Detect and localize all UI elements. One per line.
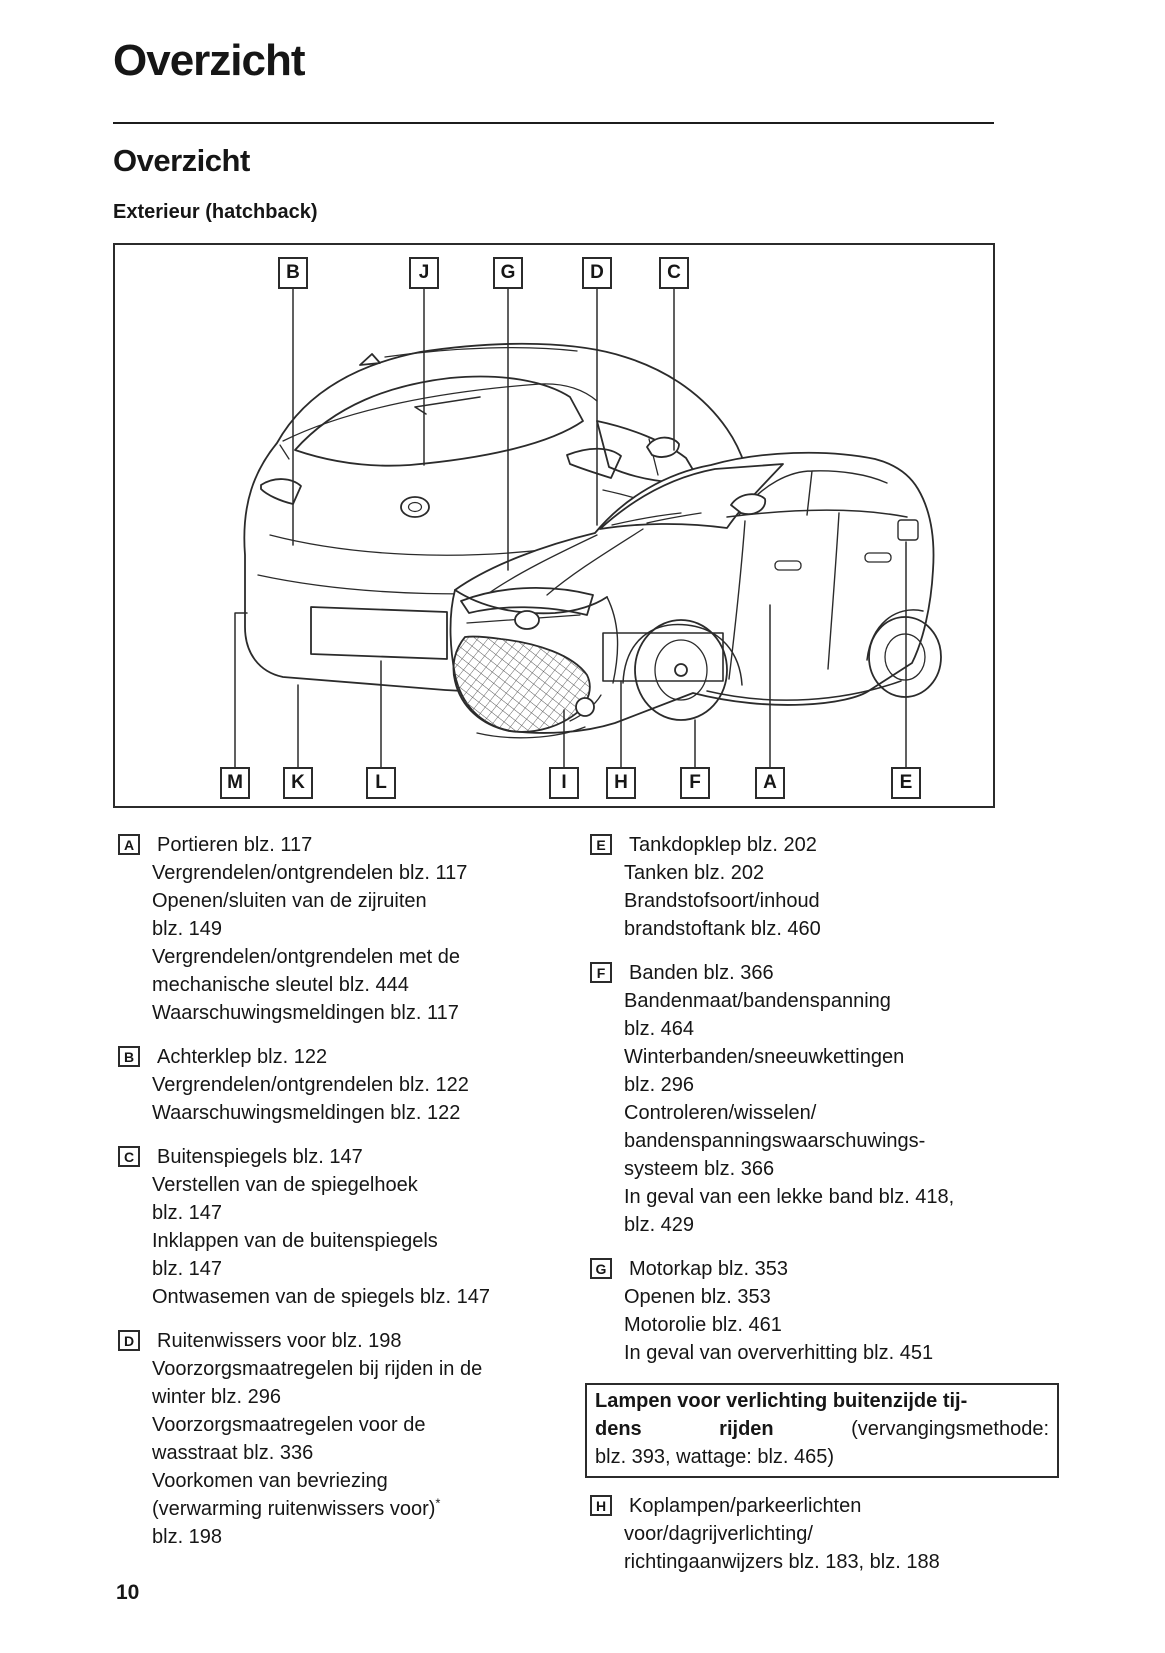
figure-label-e: E — [891, 767, 921, 799]
item-line: richtingaanwijzers blz. 183, blz. 188 — [624, 1551, 940, 1573]
item-line: blz. 429 — [624, 1214, 695, 1236]
item-line: blz. 296 — [624, 1074, 695, 1096]
item-line: wasstraat blz. 336 — [152, 1442, 314, 1464]
legend-item-h: H Koplampen/parkeerlichten voor/dagrijve… — [585, 1492, 1059, 1576]
item-line: systeem blz. 366 — [624, 1158, 775, 1180]
figure-label-j: J — [409, 257, 439, 289]
footnote-asterisk: * — [435, 1495, 441, 1511]
figure-label-m: M — [220, 767, 250, 799]
item-letter-box-e: E — [590, 834, 612, 855]
figure-label-h: H — [606, 767, 636, 799]
item-title: Koplampen/parkeerlichten — [629, 1495, 862, 1517]
exterior-lights-note: Lampen voor verlichting buitenzijde tij-… — [585, 1383, 1059, 1478]
item-line: mechanische sleutel blz. 444 — [152, 974, 409, 996]
legend-column-right: E Tankdopklep blz. 202 Tanken blz. 202 B… — [585, 831, 1059, 1592]
page-number: 10 — [116, 1581, 140, 1604]
item-letter-box-d: D — [118, 1330, 140, 1351]
item-line-text: (verwarming ruitenwissers voor) — [152, 1498, 436, 1520]
figure-label-l: L — [366, 767, 396, 799]
figure-label-g: G — [493, 257, 523, 289]
item-letter-box-g: G — [590, 1258, 612, 1279]
legend-item-f: F Banden blz. 366 Bandenmaat/bandenspann… — [585, 959, 1059, 1239]
note-word: (vervangingsmethode: — [851, 1418, 1049, 1440]
note-line-1: Lampen voor verlichting buitenzijde tij- — [595, 1390, 968, 1412]
legend-column-left: A Portieren blz. 117 Vergrendelen/ontgre… — [113, 831, 575, 1567]
item-line: Openen/sluiten van de zijruiten — [152, 890, 427, 912]
front-car-drawing — [449, 451, 942, 739]
item-line: voor/dagrijverlichting/ — [624, 1523, 813, 1545]
item-line: Voorzorgsmaatregelen bij rijden in de — [152, 1358, 483, 1380]
item-title: Achterklep blz. 122 — [157, 1046, 328, 1068]
item-title: Tankdopklep blz. 202 — [629, 834, 817, 856]
section-heading: Overzicht — [113, 143, 250, 178]
item-line-with-footnote: (verwarming ruitenwissers voor)* — [113, 1495, 575, 1523]
item-line: Brandstofsoort/inhoud — [624, 890, 820, 912]
item-letter-box-h: H — [590, 1495, 612, 1516]
item-line: Motorolie blz. 461 — [624, 1314, 782, 1336]
item-letter-box-a: A — [118, 834, 140, 855]
item-line: Vergrendelen/ontgrendelen blz. 117 — [152, 862, 468, 884]
item-line: bandenspanningswaarschuwings- — [624, 1130, 926, 1152]
item-line: Waarschuwingsmeldingen blz. 117 — [152, 1002, 459, 1024]
figure-label-a: A — [755, 767, 785, 799]
figure-label-d: D — [582, 257, 612, 289]
note-line-2: dens rijden (vervangingsmethode: — [595, 1415, 1049, 1443]
item-letter-box-b: B — [118, 1046, 140, 1067]
item-letter-box-c: C — [118, 1146, 140, 1167]
item-line: blz. 198 — [152, 1526, 223, 1548]
note-word: rijden — [719, 1418, 774, 1440]
legend-item-e: E Tankdopklep blz. 202 Tanken blz. 202 B… — [585, 831, 1059, 943]
item-line: Ontwasemen van de spiegels blz. 147 — [152, 1286, 490, 1308]
item-letter-box-f: F — [590, 962, 612, 983]
item-line: blz. 147 — [152, 1258, 223, 1280]
item-title: Ruitenwissers voor blz. 198 — [157, 1330, 402, 1352]
item-line: Inklappen van de buitenspiegels — [152, 1230, 438, 1252]
item-line: Bandenmaat/bandenspanning — [624, 990, 891, 1012]
item-line: In geval van een lekke band blz. 418, — [624, 1186, 955, 1208]
figure-label-f: F — [680, 767, 710, 799]
exterior-diagram: B J G D C M K L I H F A E — [113, 243, 995, 808]
item-line: blz. 147 — [152, 1202, 223, 1224]
note-word: dens — [595, 1418, 642, 1440]
item-line: winter blz. 296 — [152, 1386, 281, 1408]
note-line-3: blz. 393, wattage: blz. 465) — [595, 1446, 835, 1468]
item-title: Buitenspiegels blz. 147 — [157, 1146, 363, 1168]
figure-label-i: I — [549, 767, 579, 799]
title-divider — [113, 122, 994, 124]
item-line: brandstoftank blz. 460 — [624, 918, 821, 940]
item-line: blz. 464 — [624, 1018, 695, 1040]
item-line: Controleren/wisselen/ — [624, 1102, 817, 1124]
legend-item-b: B Achterklep blz. 122 Vergrendelen/ontgr… — [113, 1043, 575, 1127]
item-line: Voorkomen van bevriezing — [152, 1470, 388, 1492]
figure-label-k: K — [283, 767, 313, 799]
item-title: Portieren blz. 117 — [157, 834, 313, 856]
legend-item-c: C Buitenspiegels blz. 147 Verstellen van… — [113, 1143, 575, 1311]
leader-lines — [234, 288, 907, 768]
legend-item-d: D Ruitenwissers voor blz. 198 Voorzorgsm… — [113, 1327, 575, 1551]
item-line: Voorzorgsmaatregelen voor de — [152, 1414, 426, 1436]
item-line: Openen blz. 353 — [624, 1286, 771, 1308]
item-line: Vergrendelen/ontgrendelen blz. 122 — [152, 1074, 469, 1096]
item-line: In geval van oververhitting blz. 451 — [624, 1342, 934, 1364]
item-line: Winterbanden/sneeuwkettingen — [624, 1046, 905, 1068]
legend-item-a: A Portieren blz. 117 Vergrendelen/ontgre… — [113, 831, 575, 1027]
item-line: blz. 149 — [152, 918, 223, 940]
item-title: Banden blz. 366 — [629, 962, 774, 984]
item-line: Waarschuwingsmeldingen blz. 122 — [152, 1102, 461, 1124]
subsection-heading: Exterieur (hatchback) — [113, 201, 318, 223]
figure-label-c: C — [659, 257, 689, 289]
figure-label-b: B — [278, 257, 308, 289]
page-title: Overzicht — [113, 36, 306, 85]
item-line: Verstellen van de spiegelhoek — [152, 1174, 418, 1196]
legend-item-g: G Motorkap blz. 353 Openen blz. 353 Moto… — [585, 1255, 1059, 1367]
item-line: Vergrendelen/ontgrendelen met de — [152, 946, 461, 968]
item-line: Tanken blz. 202 — [624, 862, 765, 884]
item-title: Motorkap blz. 353 — [629, 1258, 788, 1280]
car-line-drawing — [234, 288, 942, 768]
